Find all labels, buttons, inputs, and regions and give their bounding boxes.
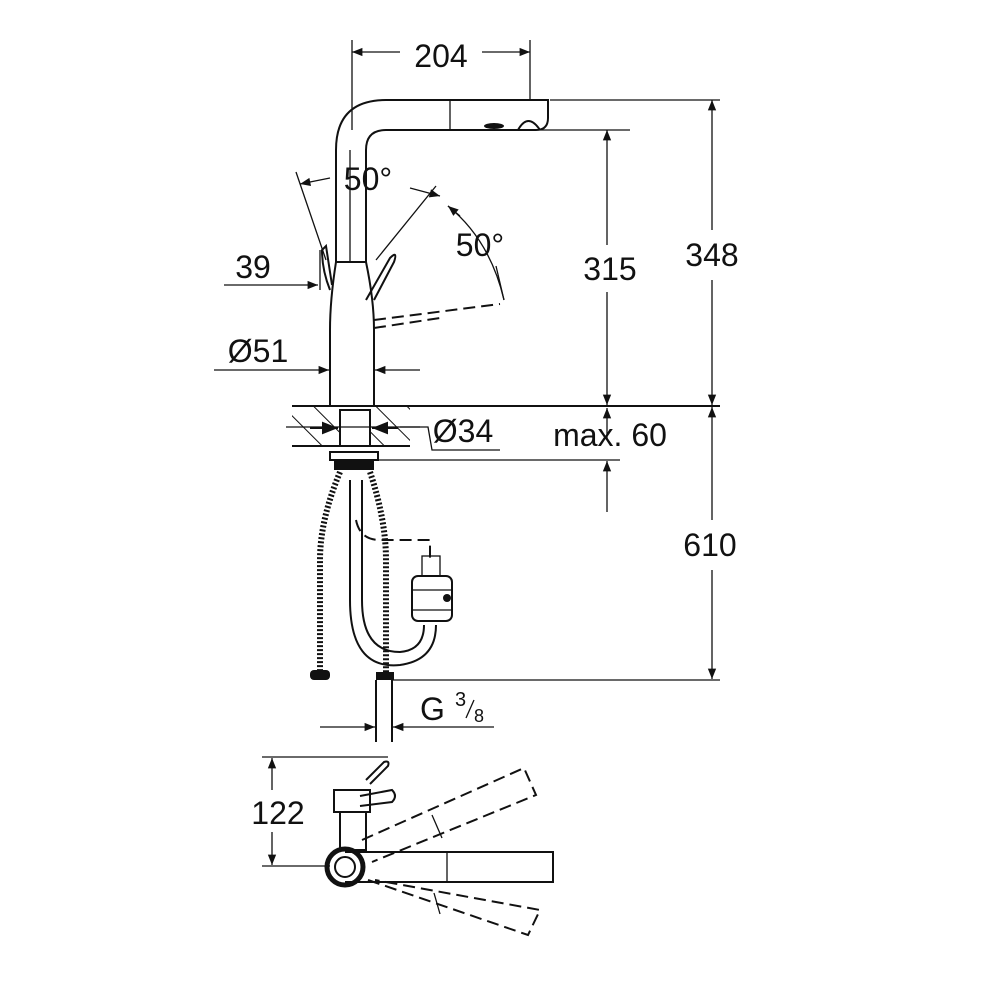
- dimension-spout-reach: 204: [351, 38, 531, 130]
- label-spout-reach: 204: [414, 38, 467, 74]
- label-thread-prefix: G: [420, 691, 445, 727]
- label-top-view-depth: 122: [251, 795, 304, 831]
- dimension-deck-thickness: max. 60: [553, 408, 667, 512]
- label-body-diameter: Ø51: [228, 333, 288, 369]
- label-hose-length: 610: [683, 527, 736, 563]
- label-swivel-angle-right: 50°: [456, 227, 504, 263]
- dimension-body-diameter: Ø51: [214, 333, 420, 375]
- label-deck-thickness: max. 60: [553, 417, 667, 453]
- label-swivel-angle-left: 50°: [344, 161, 392, 197]
- label-thread-numerator: 3: [455, 689, 466, 711]
- dimension-total-height: 348: [550, 99, 739, 405]
- label-spout-height: 315: [583, 251, 636, 287]
- dimension-swivel-angles: 50° 50°: [295, 161, 505, 301]
- dimension-spout-height: 315: [540, 129, 637, 405]
- label-hole-diameter: Ø34: [433, 413, 493, 449]
- dimension-lever-clearance: 39: [224, 249, 321, 290]
- countertop-section: Ø34: [286, 405, 720, 470]
- faucet-top-view: 122: [251, 756, 554, 937]
- label-total-height: 348: [685, 237, 738, 273]
- label-thread-denominator: 8: [474, 706, 484, 726]
- dimension-hose-length: 610: [683, 407, 737, 679]
- label-lever-clearance: 39: [235, 249, 271, 285]
- supply-hoses: [310, 470, 720, 742]
- faucet-side-view: [320, 99, 549, 405]
- dimension-connection-thread: G 3 8: [320, 689, 494, 732]
